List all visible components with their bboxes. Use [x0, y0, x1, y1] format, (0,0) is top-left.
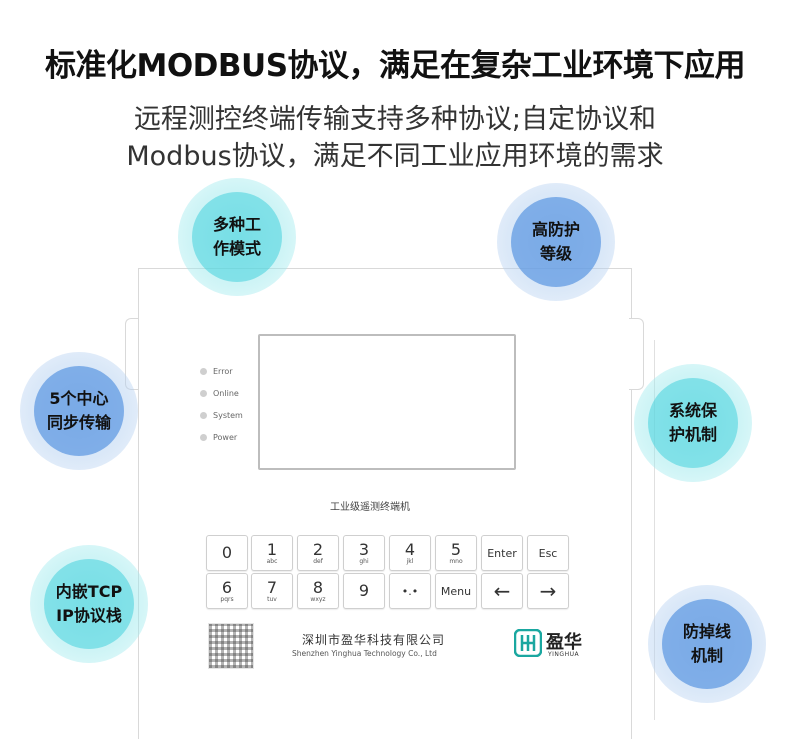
feature-text: 高防护 [531, 220, 580, 239]
subtitle-line-1: 远程测控终端传输支持多种协议;自定协议和 [133, 104, 657, 135]
feature-text: 等级 [539, 244, 572, 263]
key-menu[interactable]: Menu [435, 573, 477, 609]
feature-text: 多种工 [212, 215, 261, 234]
key-enter[interactable]: Enter [481, 535, 523, 571]
qr-code-icon [208, 623, 254, 669]
key-digit: 8 [312, 577, 324, 597]
led-label: Online [213, 389, 239, 398]
key-digit: 3 [358, 539, 370, 559]
feature-text: IP协议栈 [56, 606, 122, 625]
key-digit: 6 [221, 577, 233, 597]
feature-embedded-tcpip: 内嵌TCP IP协议栈 [30, 545, 148, 663]
company-name-cn: 深圳市盈华科技有限公司 [302, 633, 446, 647]
key-letters: wxyz [310, 595, 326, 603]
bubble-core: 高防护 等级 [511, 197, 601, 287]
led-power: Power [200, 433, 237, 442]
feature-text: 5个中心 [49, 389, 109, 408]
key-letters: jkl [406, 557, 414, 565]
device-model-label: 工业级遥测终端机 [330, 502, 410, 513]
key-digit: 7 [266, 577, 278, 597]
key-digit: 0 [221, 543, 233, 562]
led-dot [200, 390, 207, 397]
device-lcd-screen [258, 334, 516, 470]
key-letters: def [313, 557, 323, 565]
bubble-core: 内嵌TCP IP协议栈 [44, 559, 134, 649]
key-0[interactable]: 0 [206, 535, 248, 571]
led-online: Online [200, 389, 239, 398]
key-letters: ghi [359, 557, 369, 565]
feature-text: 机制 [690, 646, 723, 665]
bubble-core: 防掉线 机制 [662, 599, 752, 689]
led-dot [200, 434, 207, 441]
brand-name-cn: 盈华 [546, 632, 582, 653]
arrow-right-icon: → [539, 579, 557, 603]
led-dot [200, 368, 207, 375]
feature-text: 防掉线 [682, 622, 731, 641]
key-digit: 9 [358, 581, 370, 600]
bubble-core: 系统保 护机制 [648, 378, 738, 468]
brand-name-en: YINGHUA [548, 651, 580, 658]
feature-5-center-sync: 5个中心 同步传输 [20, 352, 138, 470]
key-left-arrow[interactable]: ← [481, 573, 523, 609]
key-digit: 1 [266, 539, 278, 559]
led-label: System [213, 411, 243, 420]
feature-text: 同步传输 [46, 413, 111, 432]
feature-text: 系统保 [668, 401, 717, 420]
device-mount-right [629, 318, 644, 390]
arrow-left-icon: ← [493, 579, 511, 603]
key-text: Menu [440, 584, 472, 598]
led-error: Error [200, 367, 233, 376]
yinghua-logo-icon [514, 629, 542, 657]
page-headline: 标准化MODBUS协议，满足在复杂工业环境下应用 [44, 48, 746, 84]
feature-anti-disconnect: 防掉线 机制 [648, 585, 766, 703]
feature-text: 作模式 [212, 239, 261, 258]
company-name-en: Shenzhen Yinghua Technology Co., Ltd [292, 649, 437, 658]
key-letters: tuv [267, 595, 277, 603]
key-text: Esc [538, 546, 558, 560]
key-digit: 5 [450, 539, 462, 559]
led-label: Error [213, 367, 233, 376]
key-9[interactable]: 9 [343, 573, 385, 609]
key-letters: pqrs [220, 595, 234, 603]
bubble-core: 5个中心 同步传输 [34, 366, 124, 456]
led-system: System [200, 411, 243, 420]
feature-text: 内嵌TCP [55, 582, 123, 601]
key-letters: abc [266, 557, 278, 565]
key-dot[interactable]: •.• [389, 573, 431, 609]
key-digit: 4 [404, 539, 416, 559]
device-side-edge [654, 340, 665, 720]
led-label: Power [213, 433, 238, 442]
feature-text: 护机制 [668, 425, 717, 444]
feature-high-protection: 高防护 等级 [497, 183, 615, 301]
key-right-arrow[interactable]: → [527, 573, 569, 609]
feature-multi-mode: 多种工 作模式 [178, 178, 296, 296]
key-esc[interactable]: Esc [527, 535, 569, 571]
key-text: Enter [487, 546, 517, 560]
key-letters: mno [449, 557, 463, 565]
bubble-core: 多种工 作模式 [192, 192, 282, 282]
subtitle-line-2: Modbus协议，满足不同工业应用环境的需求 [126, 141, 664, 172]
feature-system-protection: 系统保 护机制 [634, 364, 752, 482]
key-digit: 2 [312, 539, 324, 559]
key-text: •.• [401, 584, 419, 598]
led-dot [200, 412, 207, 419]
